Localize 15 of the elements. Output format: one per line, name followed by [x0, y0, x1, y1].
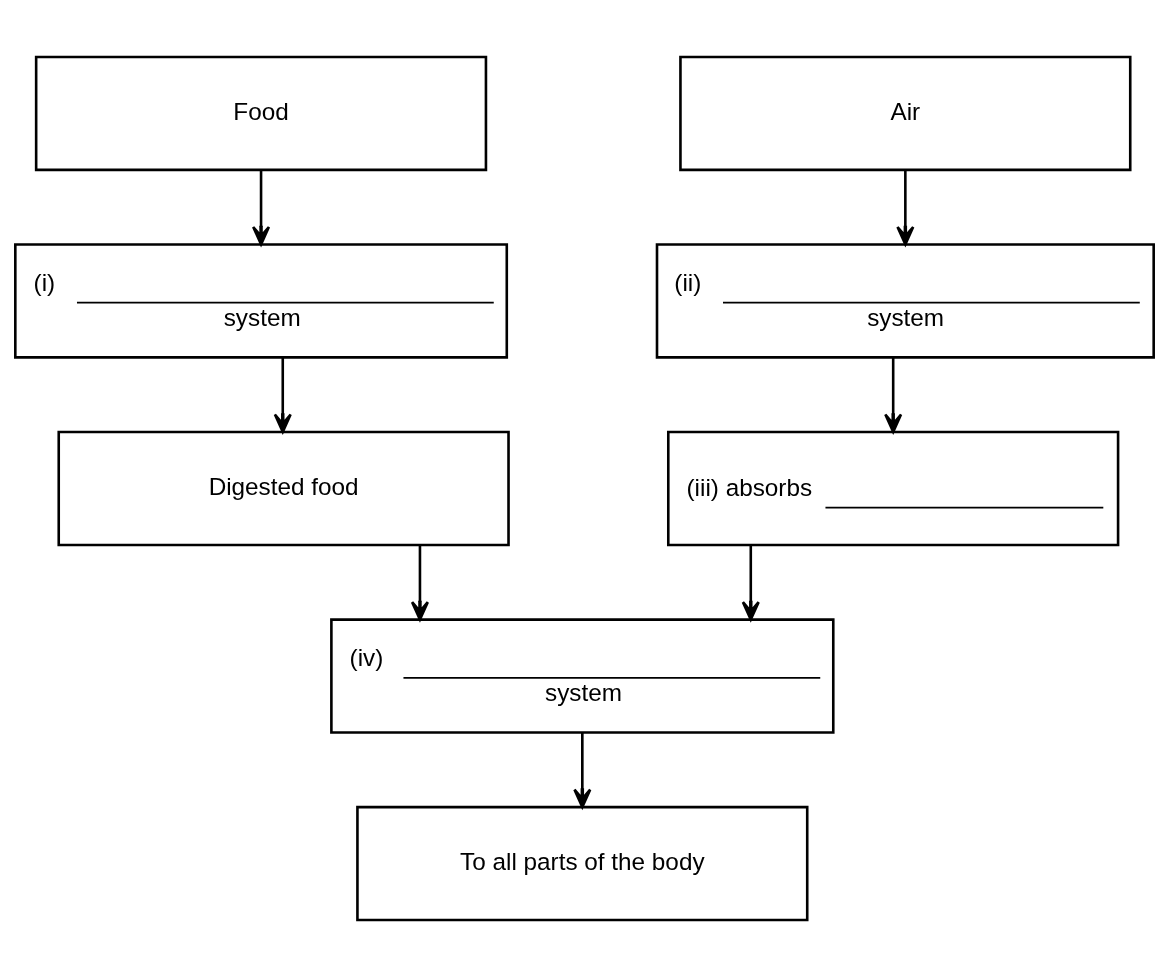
arrow: [741, 545, 760, 621]
arrow: [884, 357, 903, 434]
node-box: (iii) absorbs: [667, 430, 1120, 547]
node-box: Air: [679, 55, 1132, 172]
node-box: Digested food: [57, 430, 510, 547]
arrow: [896, 170, 915, 246]
node-box: (iv) system: [330, 618, 835, 734]
node-box: (ii) system: [655, 243, 1155, 359]
node-box: (i) system: [14, 243, 509, 359]
arrow: [410, 545, 430, 621]
arrow: [573, 732, 592, 809]
node-box: To all parts of the body: [356, 805, 809, 922]
arrow: [273, 357, 292, 434]
arrow: [251, 170, 271, 246]
node-box: Food: [34, 55, 488, 172]
